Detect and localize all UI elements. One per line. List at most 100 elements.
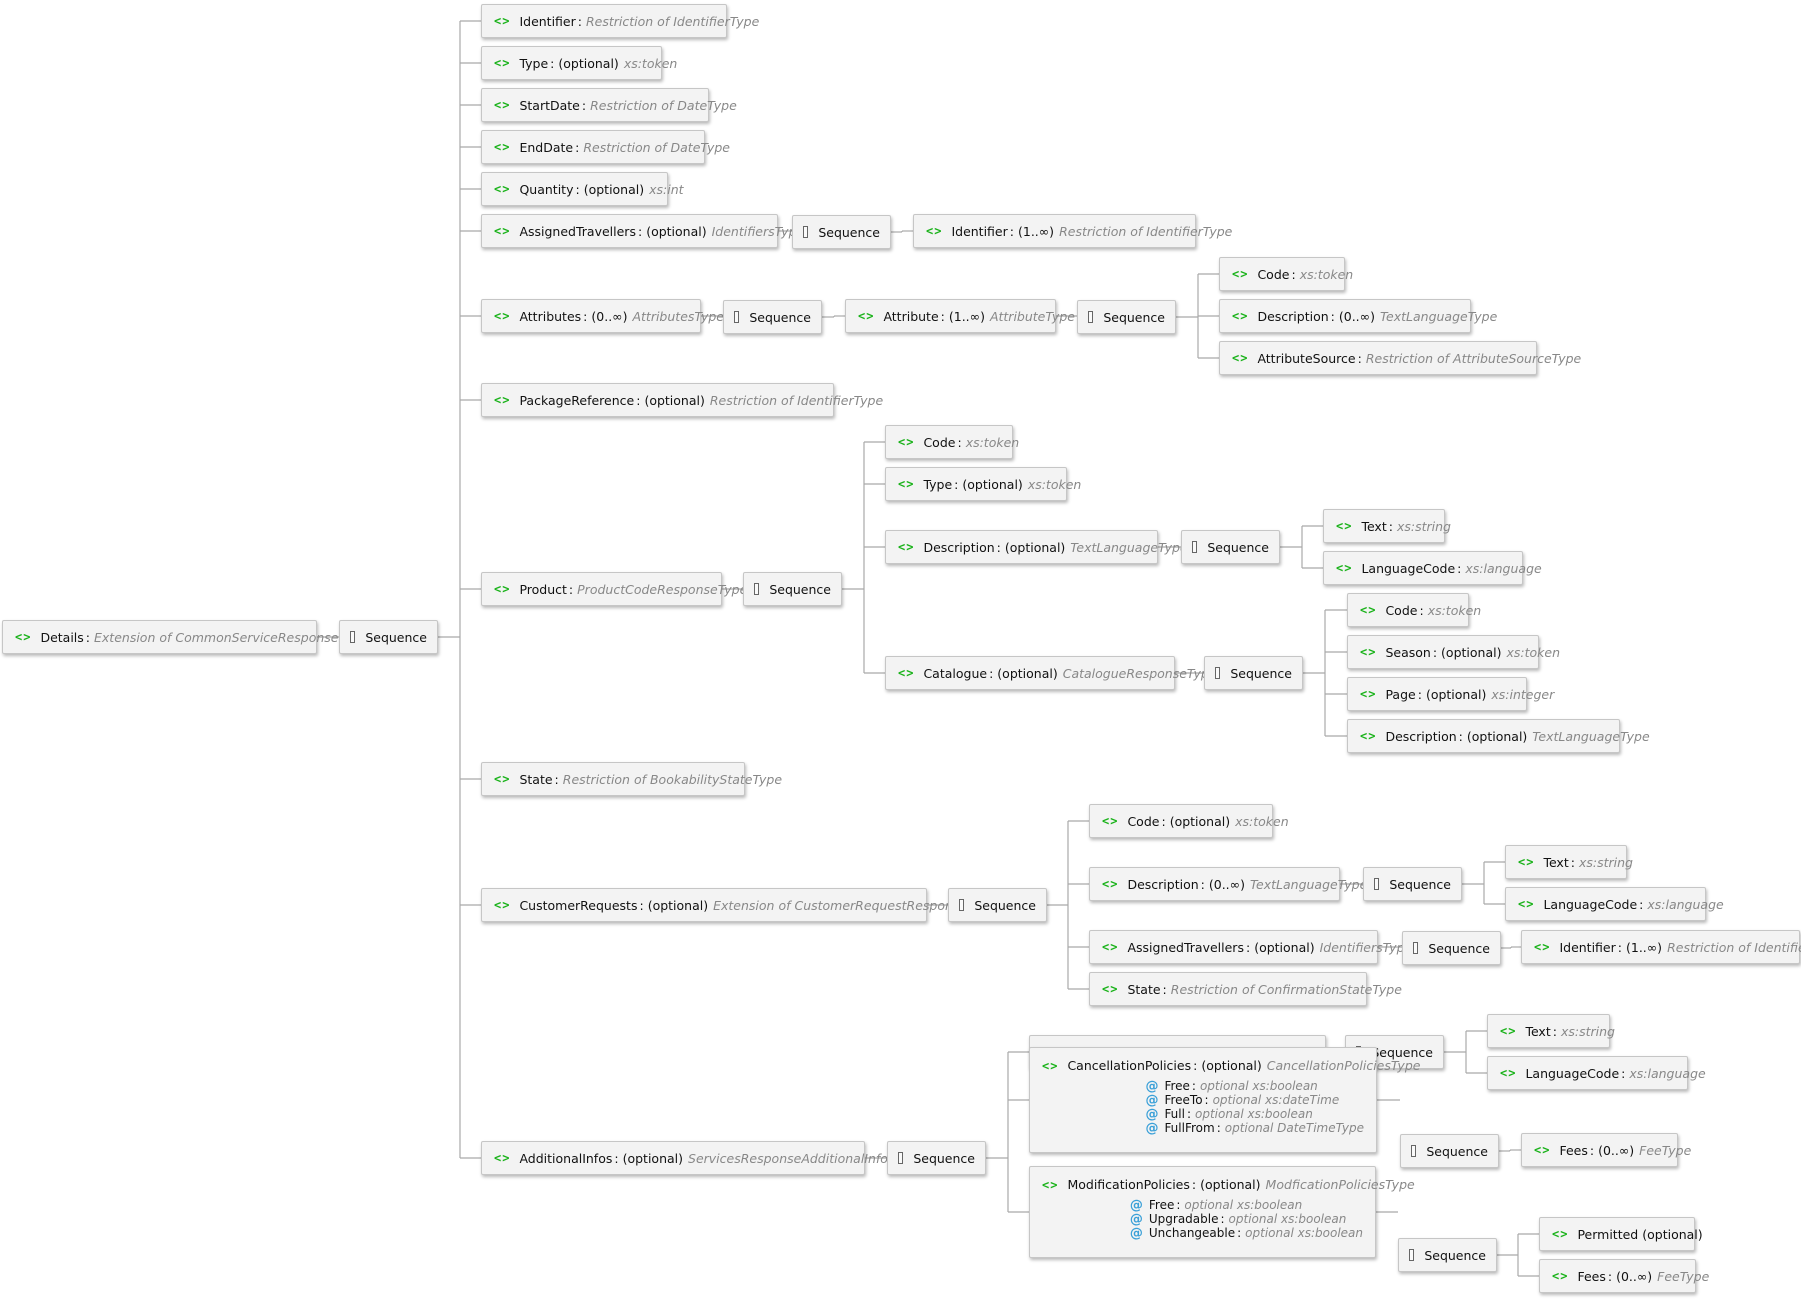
element-node-prod-type[interactable]: <>Type:(optional)xs:token [885, 467, 1081, 501]
type-name: IdentifiersType [711, 223, 805, 239]
element-node-permitted[interactable]: <>Permitted(optional) [1539, 1217, 1703, 1251]
element-node-cr-assigned[interactable]: <>AssignedTravellers:(optional)Identifie… [1089, 930, 1412, 964]
element-header: <>LanguageCode:xs:language [1500, 1066, 1706, 1081]
sequence-label: Sequence [749, 309, 811, 325]
element-name: Identifier [1559, 939, 1616, 955]
element-name: CancellationPolicies [1067, 1058, 1192, 1073]
element-node-prod-desc[interactable]: <>Description:(optional)TextLanguageType [885, 530, 1188, 564]
sequence-node[interactable]: Sequence [1077, 300, 1176, 334]
sequence-node[interactable]: Sequence [792, 215, 891, 249]
sequence-node[interactable]: Sequence [1400, 1134, 1499, 1168]
attribute-icon: @ [1129, 1197, 1143, 1213]
element-node-gi-text[interactable]: <>Text:xs:string [1487, 1014, 1615, 1048]
element-node-cr-state[interactable]: <>State:Restriction of ConfirmationState… [1089, 972, 1402, 1006]
attribute-row: @Free:optional xs:boolean [1145, 1078, 1364, 1094]
element-node-cr-desc[interactable]: <>Description:(0..∞)TextLanguageType [1089, 867, 1367, 901]
element-node-crd-text[interactable]: <>Text:xs:string [1505, 845, 1633, 879]
element-node-pd-lang[interactable]: <>LanguageCode:xs:language [1323, 551, 1542, 585]
attribute-row: @Upgradable:optional xs:boolean [1130, 1212, 1363, 1227]
element-node-cat-page[interactable]: <>Page:(optional)xs:integer [1347, 677, 1554, 711]
sequence-node[interactable]: Sequence [887, 1141, 986, 1175]
element-header: <>Fees:(0..∞)FeeType [1552, 1269, 1709, 1284]
element-node-additional[interactable]: <>AdditionalInfos:(optional)ServicesResp… [481, 1141, 918, 1175]
sequence-node[interactable]: Sequence [1402, 931, 1501, 965]
element-header: <>Identifier:(1..∞)Restriction of Identi… [926, 224, 1232, 239]
attribute-icon: @ [1145, 1078, 1159, 1094]
type-name: xs:token [623, 55, 678, 71]
occurrence: (optional) [622, 1150, 684, 1166]
element-node-customer[interactable]: <>CustomerRequests:(optional)Extension o… [481, 888, 997, 922]
sequence-node[interactable]: Sequence [743, 572, 842, 606]
element-node-attr-source[interactable]: <>AttributeSource:Restriction of Attribu… [1219, 341, 1581, 375]
element-node-startdate[interactable]: <>StartDate:Restriction of DateType [481, 88, 737, 122]
attribute-name: Free [1164, 1079, 1190, 1093]
sequence-node[interactable]: Sequence [1181, 530, 1280, 564]
sequence-node[interactable]: Sequence [948, 888, 1047, 922]
element-node-cr-code[interactable]: <>Code:(optional)xs:token [1089, 804, 1289, 838]
element-node-state[interactable]: <>State:Restriction of BookabilityStateT… [481, 762, 782, 796]
separator: : [581, 97, 587, 113]
element-node-prod-code[interactable]: <>Code:xs:token [885, 425, 1019, 459]
sequence-icon [1374, 878, 1380, 890]
element-name: Text [1525, 1023, 1551, 1039]
separator: : [1357, 350, 1362, 366]
sequence-node[interactable]: Sequence [1398, 1238, 1497, 1272]
element-header: <>PackageReference:(optional)Restriction… [494, 393, 883, 408]
type-name: Restriction of IdentifierType [1059, 223, 1233, 239]
element-node-attr-desc[interactable]: <>Description:(0..∞)TextLanguageType [1219, 299, 1497, 333]
element-icon: <> [494, 1151, 511, 1165]
element-icon: <> [1534, 1143, 1551, 1157]
element-node-product[interactable]: <>Product:ProductCodeResponseType [481, 572, 747, 606]
sequence-node[interactable]: Sequence [1363, 867, 1462, 901]
sequence-icon [1411, 1145, 1417, 1157]
sequence-node[interactable]: Sequence [1204, 656, 1303, 690]
element-node-crd-lang[interactable]: <>LanguageCode:xs:language [1505, 887, 1724, 921]
element-node-attribute[interactable]: <>Attribute:(1..∞)AttributeType [845, 299, 1075, 333]
element-node-enddate[interactable]: <>EndDate:Restriction of DateType [481, 130, 730, 164]
element-node-assigned-id[interactable]: <>Identifier:(1..∞)Restriction of Identi… [913, 214, 1232, 248]
occurrence: (optional) [1642, 1226, 1703, 1242]
sequence-label: Sequence [1389, 876, 1451, 892]
sequence-node[interactable]: Sequence [723, 300, 822, 334]
element-node-type[interactable]: <>Type:(optional)xs:token [481, 46, 677, 80]
separator: : [996, 539, 1001, 555]
element-node-cancel-fees[interactable]: <>Fees:(0..∞)FeeType [1521, 1133, 1691, 1167]
element-node-assigned[interactable]: <>AssignedTravellers:(optional)Identifie… [481, 214, 804, 248]
attribute-row: @Free:optional xs:boolean [1129, 1197, 1363, 1213]
element-node-cat-desc[interactable]: <>Description:(optional)TextLanguageType [1347, 719, 1650, 753]
element-node-pd-text[interactable]: <>Text:xs:string [1323, 509, 1451, 543]
element-node-attr-code[interactable]: <>Code:xs:token [1219, 257, 1353, 291]
element-header: <>Permitted(optional) [1552, 1227, 1708, 1242]
attribute-icon: @ [1145, 1106, 1159, 1122]
type-name: FeeType [1639, 1142, 1692, 1158]
attribute-row: @FullFrom:optional DateTimeType [1145, 1121, 1364, 1136]
separator: : [614, 1150, 619, 1166]
element-name: Text [1361, 518, 1387, 534]
element-node-cancel[interactable]: <>CancellationPolicies:(optional)Cancell… [1029, 1047, 1420, 1153]
element-node-cat-season[interactable]: <>Season:(optional)xs:token [1347, 635, 1560, 669]
sequence-label: Sequence [818, 224, 880, 240]
attribute-name: Unchangeable [1148, 1226, 1236, 1240]
sequence-node[interactable]: Sequence [339, 620, 438, 654]
element-node-identifier[interactable]: <>Identifier:Restriction of IdentifierTy… [481, 4, 759, 38]
element-node-modif-fees[interactable]: <>Fees:(0..∞)FeeType [1539, 1259, 1709, 1293]
element-node-quantity[interactable]: <>Quantity:(optional)xs:int [481, 172, 684, 206]
element-node-package[interactable]: <>PackageReference:(optional)Restriction… [481, 383, 883, 417]
element-icon: <> [494, 14, 511, 28]
element-header: <>Code:xs:token [1232, 267, 1353, 282]
element-header: <>LanguageCode:xs:language [1518, 897, 1724, 912]
element-name: Code [1127, 813, 1160, 829]
element-icon: <> [494, 56, 511, 70]
element-node-details[interactable]: <>Details:Extension of CommonServiceResp… [2, 620, 368, 654]
element-node-catalogue[interactable]: <>Catalogue:(optional)CatalogueResponseT… [885, 656, 1217, 690]
type-name: Restriction of IdentifierType [709, 392, 884, 408]
element-node-cat-code[interactable]: <>Code:xs:token [1347, 593, 1481, 627]
element-node-attributes[interactable]: <>Attributes:(0..∞)AttributesType [481, 299, 724, 333]
element-icon: <> [1102, 877, 1119, 891]
occurrence: (optional) [1466, 728, 1528, 744]
element-name: Product [519, 581, 567, 597]
element-node-modif[interactable]: <>ModificationPolicies:(optional)Modfica… [1029, 1166, 1415, 1258]
element-node-cra-id[interactable]: <>Identifier:(1..∞)Restriction of Identi… [1521, 930, 1801, 964]
element-node-gi-lang[interactable]: <>LanguageCode:xs:language [1487, 1056, 1706, 1090]
element-header: <>StartDate:Restriction of DateType [494, 98, 737, 113]
